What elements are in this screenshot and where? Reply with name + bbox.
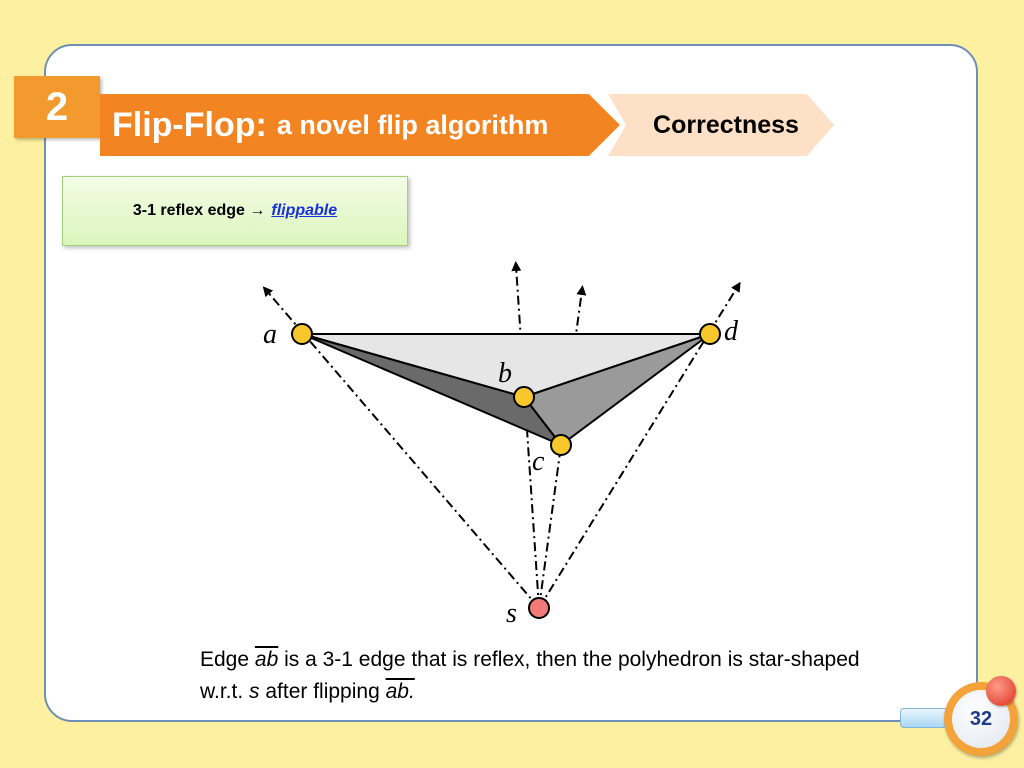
label-d: d [724, 316, 739, 347]
face-abc [301, 333, 565, 448]
vertex-s [528, 597, 550, 619]
breadcrumb-correctness[interactable]: Correctness [608, 94, 834, 156]
flippable-link[interactable]: flippable [271, 202, 338, 219]
ray-b [511, 261, 540, 609]
vertex-c [550, 434, 572, 456]
slide-title: Flip-Flop: [112, 105, 267, 144]
label-a: a [263, 319, 277, 350]
caption-part-2: is a 3-1 edge that is reflex, then the p… [200, 648, 860, 703]
label-c: c [532, 446, 545, 477]
page-number: 32 [969, 707, 993, 730]
vertex-a [291, 323, 313, 345]
vertex-b [513, 386, 535, 408]
caption: Edge ab is a 3-1 edge that is reflex, th… [200, 644, 880, 708]
caption-part-1: Edge [200, 648, 255, 671]
breadcrumb-label: Correctness [653, 110, 799, 139]
slide-subtitle: a novel flip algorithm [276, 109, 549, 140]
note-text: 3-1 reflex edge → [132, 202, 266, 219]
title-banner: Flip-Flop: a novel flip algorithm [100, 94, 620, 156]
note-box: 3-1 reflex edge → flippable [62, 176, 408, 246]
caption-part-3: after flipping [259, 680, 386, 703]
point-s: s [249, 680, 260, 703]
ray-d [538, 281, 741, 609]
page-number-badge: 32 [944, 682, 1018, 756]
edge-ab: ab [254, 648, 279, 671]
vertex-d [699, 323, 721, 345]
section-number-badge: 2 [14, 76, 100, 138]
label-s: s [506, 598, 517, 629]
section-number: 2 [45, 84, 69, 129]
ray-a [262, 286, 540, 609]
nav-tab-strip[interactable] [900, 708, 946, 728]
edge-ab-2: ab. [385, 680, 415, 703]
label-b: b [498, 358, 512, 389]
red-dot-icon [986, 676, 1016, 706]
